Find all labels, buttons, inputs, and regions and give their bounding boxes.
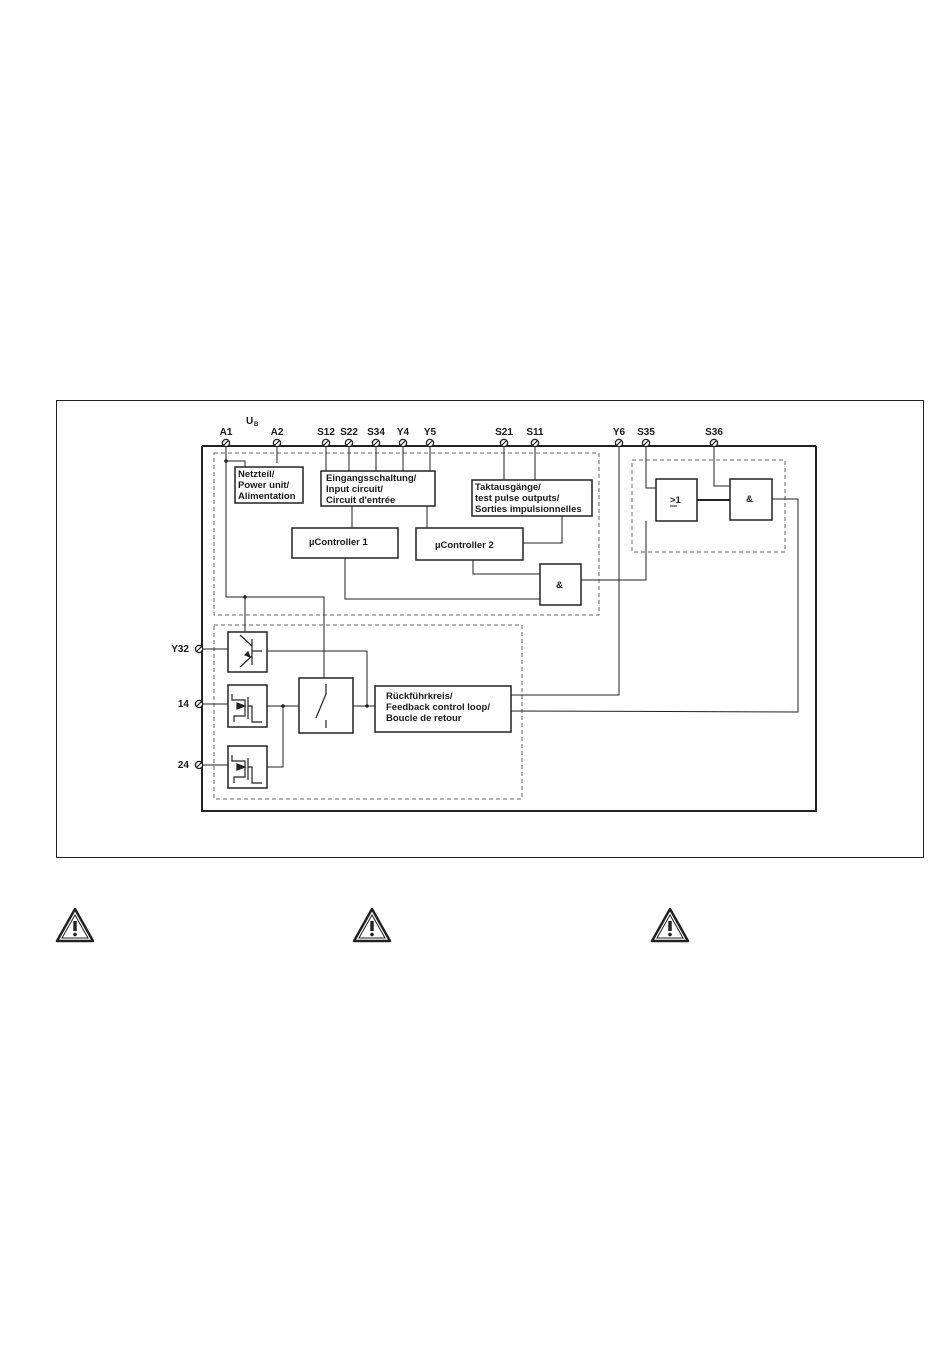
terminal-a2: A2 — [271, 427, 284, 447]
terminal-y32: Y32 — [171, 644, 202, 655]
controller-1-label: µController 1 — [309, 537, 369, 548]
terminal-label: Y32 — [171, 644, 189, 655]
supply-voltage-sub: B — [254, 422, 259, 428]
terminal-label: 14 — [178, 699, 190, 710]
warning-triangle-icon — [649, 906, 691, 944]
terminal-y5: Y5 — [424, 427, 437, 447]
supply-voltage-label: U — [246, 416, 253, 427]
diagram-frame — [57, 401, 924, 858]
terminal-label: A1 — [220, 427, 233, 438]
terminal-label: Y6 — [613, 427, 626, 438]
terminal-s22: S22 — [340, 427, 358, 447]
terminal-label: S35 — [637, 427, 655, 438]
terminal-label: S21 — [495, 427, 513, 438]
terminal-label: S22 — [340, 427, 358, 438]
terminal-label: A2 — [271, 427, 284, 438]
warning-triangle-icon — [351, 906, 393, 944]
terminal-y4: Y4 — [397, 427, 410, 447]
terminal-a1: A1 — [220, 427, 233, 447]
terminal-s34: S34 — [367, 427, 385, 447]
terminal-s36: S36 — [705, 427, 723, 447]
terminal-s35: S35 — [637, 427, 655, 447]
and-gate-1-label: & — [556, 580, 563, 591]
terminal-s11: S11 — [526, 427, 544, 447]
or-gate-label: >1 — [670, 495, 682, 506]
terminal-s12: S12 — [317, 427, 335, 447]
terminal-label: S34 — [367, 427, 385, 438]
terminal-y6: Y6 — [613, 427, 626, 447]
and-gate-2-label: & — [746, 494, 753, 505]
warning-triangle-icon — [54, 906, 96, 944]
terminal-label: S12 — [317, 427, 335, 438]
terminal-label: S36 — [705, 427, 723, 438]
junction-dot — [281, 704, 285, 708]
terminal-14: 14 — [178, 699, 203, 710]
controller-2-label: µController 2 — [435, 540, 494, 551]
junction-dot — [224, 459, 228, 463]
junction-dot — [243, 595, 247, 599]
terminal-label: S11 — [526, 427, 544, 438]
terminal-24: 24 — [178, 760, 203, 771]
junction-dot — [365, 704, 369, 708]
terminal-s21: S21 — [495, 427, 513, 447]
terminal-label: Y5 — [424, 427, 437, 438]
terminal-label: 24 — [178, 760, 190, 771]
terminal-label: Y4 — [397, 427, 410, 438]
